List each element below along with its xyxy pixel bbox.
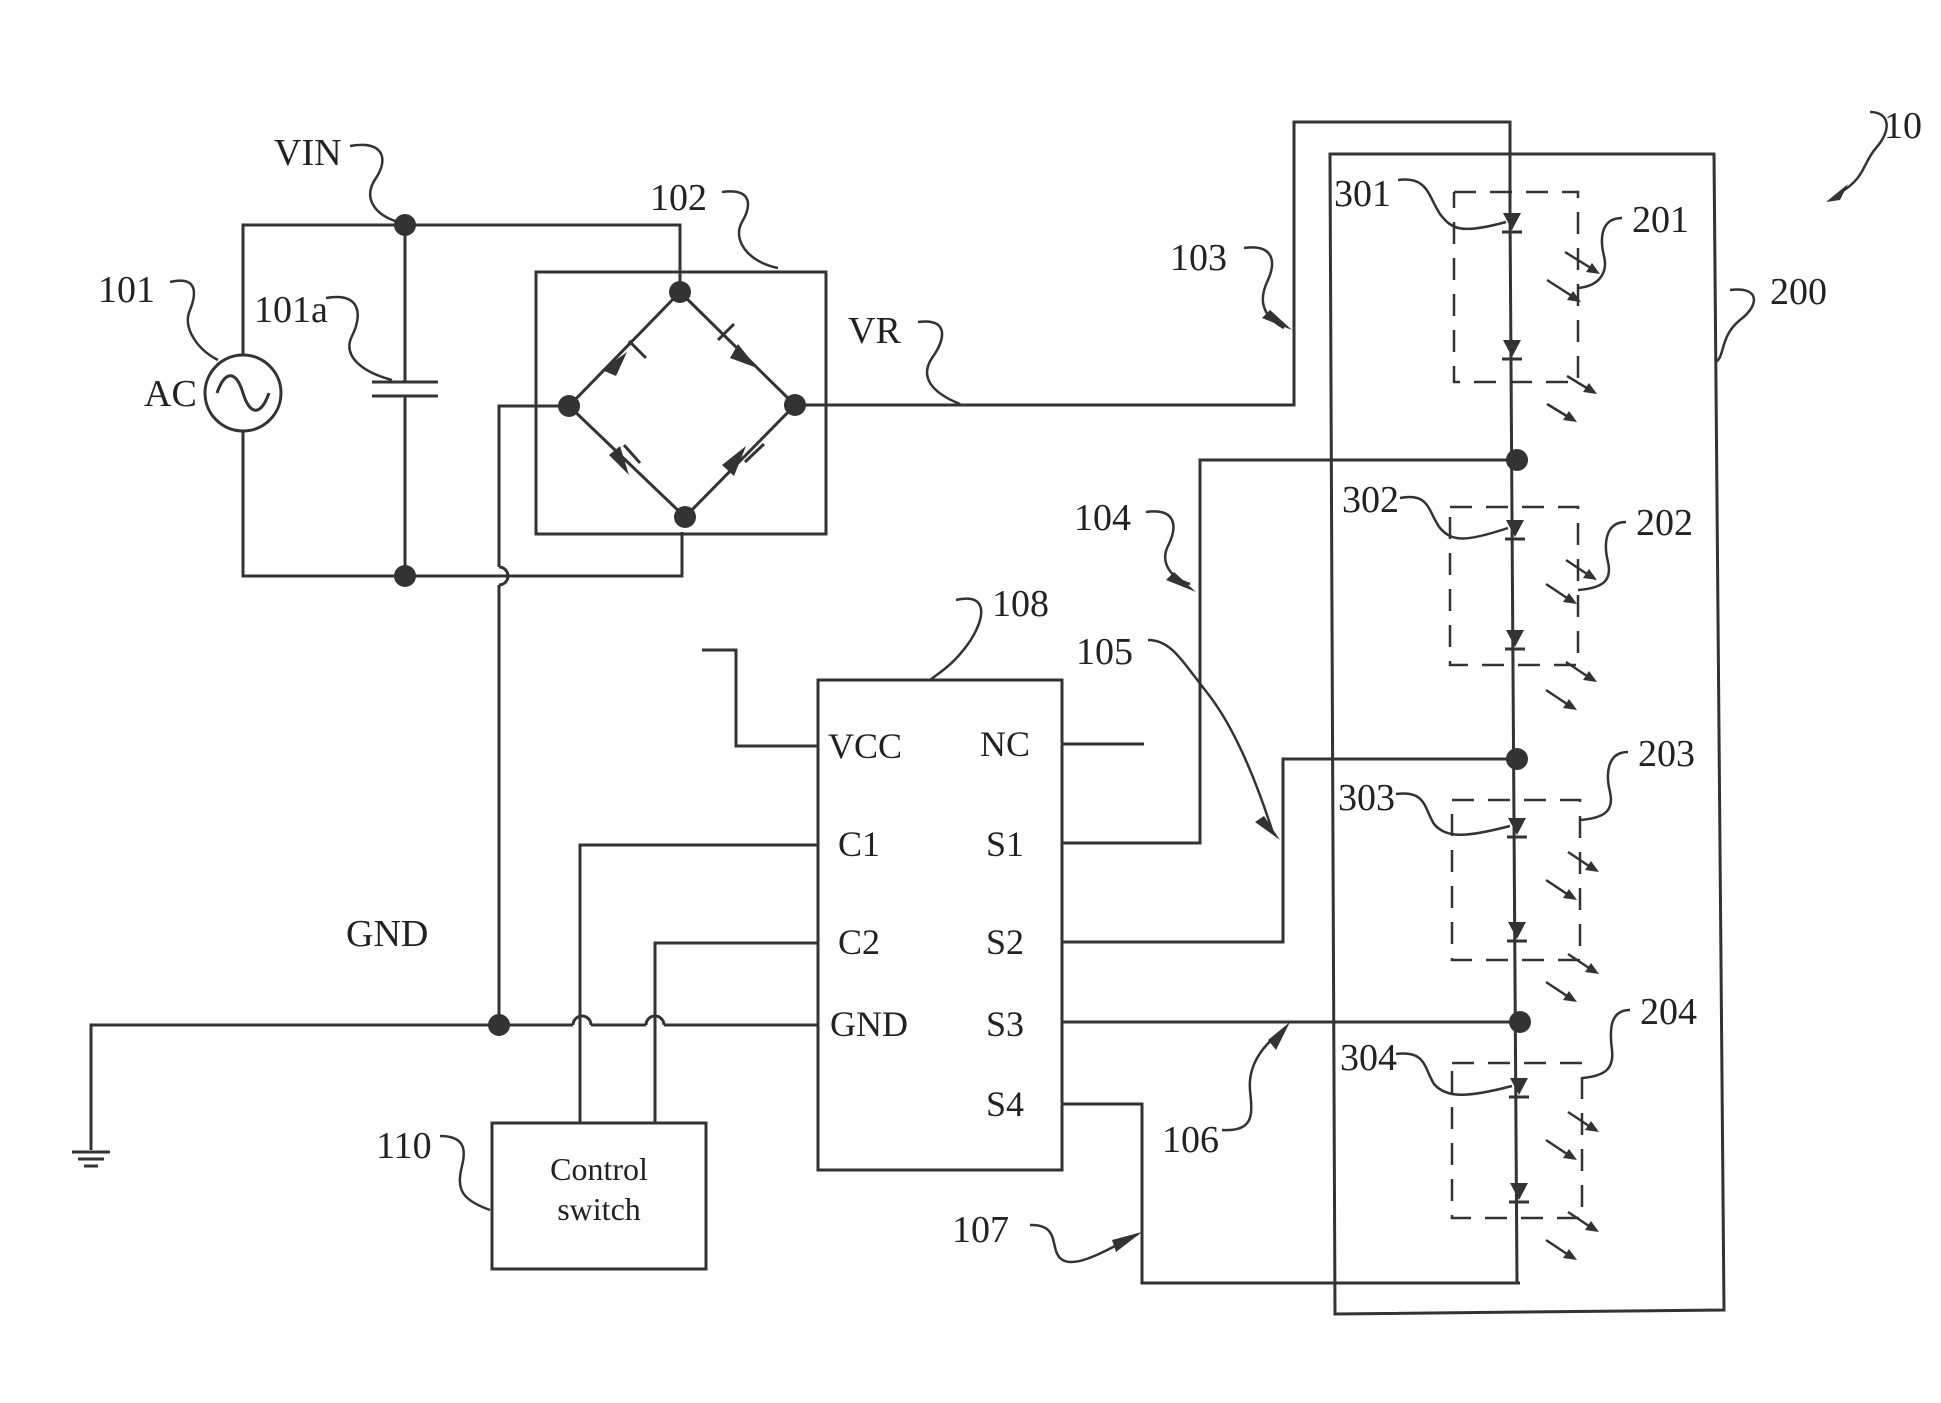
pin-gnd: GND (830, 1004, 908, 1044)
ref-110: 110 (376, 1125, 432, 1167)
input-capacitor (372, 225, 438, 576)
led-group-203 (1452, 800, 1599, 1002)
bridge-bottom-node (674, 506, 696, 528)
figure-number: 10 (1884, 105, 1922, 147)
gnd-node (488, 1014, 510, 1036)
ref-102: 102 (650, 177, 707, 219)
ref-304: 304 (1340, 1037, 1397, 1079)
led-node-1 (1506, 449, 1528, 471)
ac-source (205, 355, 281, 431)
ref-303: 303 (1338, 777, 1395, 819)
ref-101a: 101a (254, 289, 328, 331)
input-return-node (394, 565, 416, 587)
ic-connections (580, 460, 1520, 1283)
vr-line (795, 122, 1510, 405)
ref-203: 203 (1638, 733, 1695, 775)
reference-leaders (170, 112, 1887, 1262)
ref-202: 202 (1636, 502, 1693, 544)
label-gnd: GND (346, 913, 428, 955)
control-switch-line1: Control (550, 1151, 648, 1187)
ref-103: 103 (1170, 237, 1227, 279)
ref-200: 200 (1770, 271, 1827, 313)
pin-s4: S4 (986, 1084, 1024, 1124)
label-vin: VIN (274, 132, 342, 174)
bridge-top-node (669, 281, 691, 303)
ref-104: 104 (1074, 497, 1131, 539)
pin-s3: S3 (986, 1004, 1024, 1044)
ref-201: 201 (1632, 199, 1689, 241)
pin-nc: NC (980, 724, 1030, 764)
pin-c2: C2 (838, 922, 880, 962)
control-switch-line2: switch (557, 1191, 641, 1227)
led-group-204 (1452, 1063, 1599, 1260)
arrow-106 (1268, 1022, 1290, 1050)
ref-204: 204 (1640, 991, 1697, 1033)
ref-301: 301 (1334, 173, 1391, 215)
ref-106: 106 (1162, 1119, 1219, 1161)
label-ac: AC (144, 373, 197, 415)
label-vr: VR (848, 310, 901, 352)
ground-wiring (72, 406, 818, 1166)
ref-108: 108 (992, 583, 1049, 625)
input-wiring (243, 225, 682, 576)
arrow-107 (1112, 1232, 1142, 1252)
ref-101: 101 (98, 269, 155, 311)
pin-s2: S2 (986, 922, 1024, 962)
ref-107: 107 (952, 1209, 1009, 1251)
led-group-201 (1454, 192, 1600, 422)
pin-s1: S1 (986, 824, 1024, 864)
pin-c1: C1 (838, 824, 880, 864)
arrow-104 (1166, 572, 1196, 592)
led-node-2 (1506, 748, 1528, 770)
vin-node (394, 214, 416, 236)
pin-vcc: VCC (828, 726, 902, 766)
ref-302: 302 (1342, 479, 1399, 521)
ref-105: 105 (1076, 631, 1133, 673)
led-node-3 (1509, 1011, 1531, 1033)
